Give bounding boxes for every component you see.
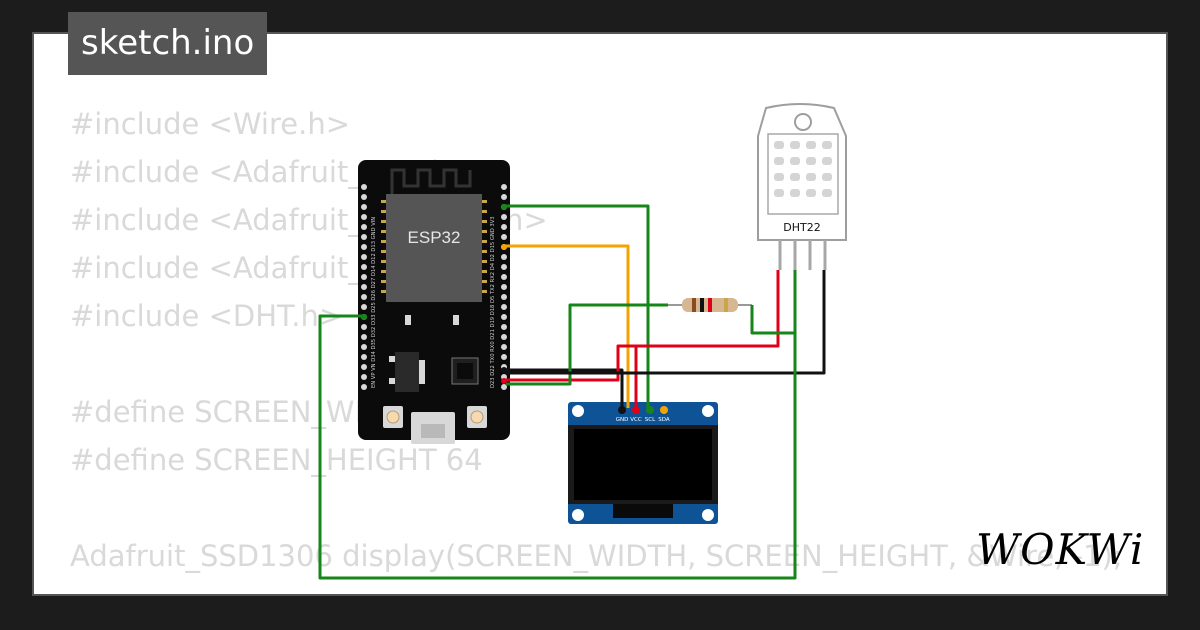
code-line: Adafruit_SSD1306 display(SCREEN_WIDTH, S… <box>70 539 1123 573</box>
pad <box>453 315 459 325</box>
code-line: #include <Wire.h> <box>70 107 351 141</box>
wire-gnd-oled[interactable] <box>506 368 624 408</box>
code-line: #include <DHT.h> <box>70 299 344 333</box>
mount-hole <box>794 113 812 131</box>
usb-port <box>411 412 455 444</box>
oled-pin-sda: SDA <box>658 417 670 423</box>
dht22-sensor[interactable]: DHT22 <box>757 103 847 270</box>
dht-label: DHT22 <box>783 221 820 234</box>
antenna-trace <box>390 168 472 196</box>
oled-pin-gnd: GND <box>616 417 629 423</box>
en-button[interactable] <box>383 406 403 428</box>
esp32-board[interactable]: ESP32 EN VP VN D34 D35 D32 D33 D25 D26 D… <box>358 160 510 444</box>
dht-pins <box>778 240 827 270</box>
wire-dht-data[interactable] <box>750 270 797 335</box>
wire-resistor-link[interactable] <box>506 303 668 386</box>
oled-pin-vcc: VCC <box>630 417 642 423</box>
oled-screen <box>574 429 712 500</box>
boot-button[interactable] <box>467 406 487 428</box>
wire-sda[interactable] <box>506 244 630 408</box>
file-title-tab: sketch.ino <box>68 12 268 75</box>
code-line: #define SCREEN_HEIGHT 64 <box>70 443 483 477</box>
oled-ribbon <box>613 504 673 518</box>
dht-grille <box>774 141 832 197</box>
esp32-right-pin-labels: D23 D22 TX0 RX0 D21 D19 D18 D5 TX2 RX2 D… <box>490 216 496 388</box>
esp32-right-pin-holes <box>501 184 507 390</box>
module-pads <box>381 200 487 293</box>
oled-pin-scl: SCL <box>645 417 656 423</box>
wire-scl[interactable] <box>506 204 650 408</box>
wire-gnd-dht[interactable] <box>506 270 826 375</box>
esp32-left-pin-labels: EN VP VN D34 D35 D32 D33 D25 D26 D27 D14… <box>371 217 377 388</box>
pullup-resistor[interactable] <box>668 298 752 312</box>
esp32-module <box>386 194 482 302</box>
wokwi-logo: WOKWi <box>976 525 1145 574</box>
pin-connections <box>361 204 668 414</box>
oled-display[interactable]: GND VCC SCL SDA <box>568 402 718 524</box>
code-background: #include <Wire.h> #include <Adafruit_GFX… <box>70 100 1123 580</box>
pad <box>405 315 411 325</box>
voltage-regulator <box>389 352 425 392</box>
esp32-left-pin-holes <box>361 184 367 390</box>
wire-vcc[interactable] <box>506 270 780 382</box>
usb-uart-chip <box>451 357 479 385</box>
esp32-label: ESP32 <box>408 228 461 247</box>
wire-d27-dht[interactable] <box>318 314 797 580</box>
